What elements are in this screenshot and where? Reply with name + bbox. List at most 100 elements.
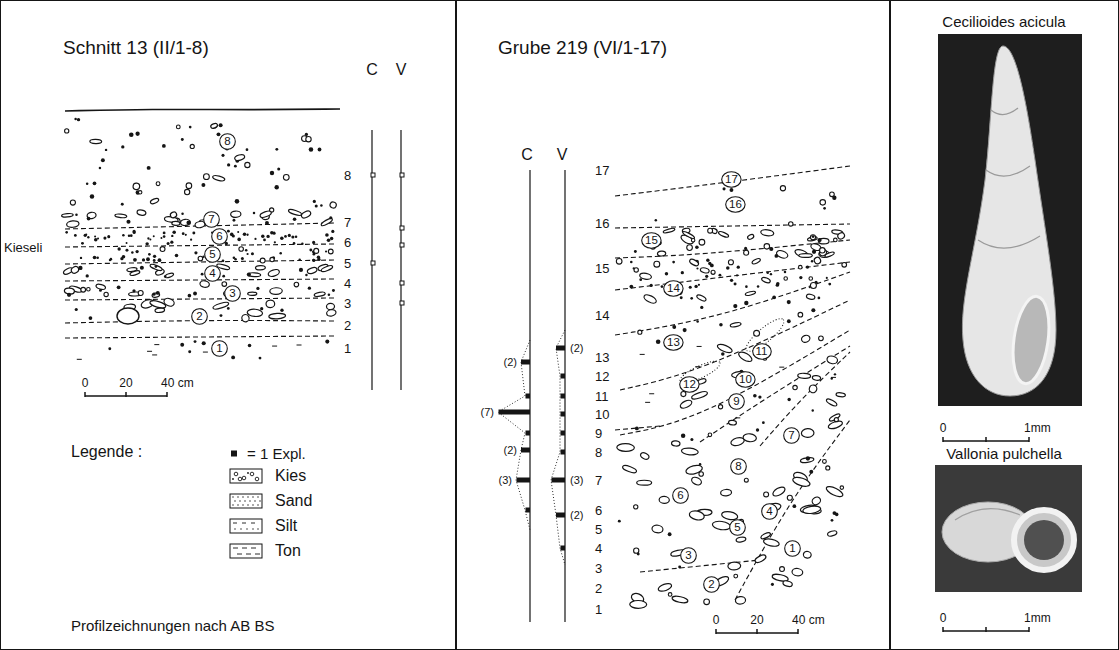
gravel-ring — [780, 567, 785, 572]
layer-number: 11 — [752, 343, 772, 360]
layer-number-text: 17 — [725, 174, 738, 186]
layer-circle-outline — [729, 394, 745, 410]
frequency-bar — [556, 513, 565, 518]
swatch-dot — [257, 496, 258, 497]
specimen-square — [231, 450, 237, 456]
silt-dash — [649, 393, 654, 394]
gravel-dot — [254, 238, 256, 240]
profile-label: 40 cm — [791, 614, 826, 626]
gravel-pebble — [696, 294, 707, 302]
figure-panel: Schnitt 13 (II/1-8)87654321 — [0, 0, 457, 650]
profile-label: 8 — [594, 446, 603, 459]
gravel-pebble — [269, 313, 286, 319]
profile-label: 3 — [594, 562, 603, 575]
swatch-dash — [233, 523, 237, 524]
swatch-dot — [239, 500, 240, 501]
gravel-pebble — [66, 220, 79, 227]
gravel-dot — [312, 259, 315, 262]
silt-dash — [152, 354, 157, 355]
swatch-gravel — [255, 477, 259, 481]
gravel-ring — [70, 200, 75, 205]
swatch-dash — [233, 548, 238, 549]
profile-label: 20 — [749, 614, 764, 626]
large-pebble — [117, 308, 139, 324]
layer-boundary — [65, 336, 335, 338]
layer-number: 1 — [784, 540, 801, 557]
gravel-dot — [126, 220, 130, 224]
gravel-dot — [202, 341, 206, 345]
frequency-bar — [556, 346, 565, 351]
gravel-ring — [668, 593, 672, 597]
gravel-dot — [723, 187, 726, 190]
shell-photos — [935, 34, 1082, 632]
swatch-dot — [252, 504, 253, 505]
gravel-dot — [241, 257, 244, 260]
gravel-pebble — [659, 496, 670, 503]
scale-tick — [1028, 437, 1030, 442]
gravel-dot — [93, 256, 97, 260]
gravel-dot — [811, 260, 813, 262]
gravel-pebble — [813, 256, 821, 265]
profile-label: V — [395, 62, 408, 78]
gravel-ring — [784, 277, 788, 281]
silt-dash — [297, 345, 302, 346]
silt-dash — [695, 366, 700, 367]
gravel-pebble — [700, 267, 710, 274]
gravel-ring — [820, 200, 826, 206]
gravel-dot — [222, 259, 225, 262]
gravel-dot — [298, 258, 300, 260]
layer-boundary — [615, 272, 850, 335]
gravel-dot — [681, 271, 684, 274]
profile-label: 7 — [594, 474, 603, 487]
gravel-ring — [138, 191, 141, 194]
gravel-dot — [162, 144, 166, 148]
gravel-dot — [273, 232, 276, 235]
gravel-pebble — [231, 211, 241, 218]
gravel-dot — [94, 238, 98, 242]
gravel-pebble — [745, 291, 756, 297]
gravel-ring — [708, 433, 712, 437]
gravel-dot — [309, 249, 312, 252]
silt-dash — [735, 417, 740, 418]
swatch-dash — [246, 554, 251, 555]
swatch-gravel — [234, 472, 238, 476]
gravel-dot — [784, 271, 787, 274]
frequency-bar — [561, 394, 566, 399]
gravel-pebble — [761, 276, 771, 283]
frequency-bar — [561, 412, 566, 417]
profile-label: (2) — [503, 445, 518, 456]
gravel-dot — [121, 203, 124, 206]
gravel-dot — [152, 293, 155, 296]
frequency-bar — [561, 431, 566, 436]
gravel-ring — [156, 182, 160, 186]
gravel-pebble — [799, 254, 813, 258]
gravel-dot — [132, 289, 135, 292]
gravel-dot — [246, 234, 248, 236]
gravel-pebble — [685, 464, 703, 476]
gravel-pebble — [743, 433, 757, 442]
gravel-dot — [305, 274, 308, 277]
gravel-pebble — [728, 562, 741, 570]
gravel-dot — [325, 340, 329, 344]
gravel-ring — [245, 162, 250, 167]
gravel-pebble — [657, 582, 672, 593]
profile-label: 16 — [594, 217, 610, 230]
swatch-frame — [230, 469, 262, 483]
gravel-pebble — [61, 213, 73, 217]
gravel-dot — [237, 238, 241, 242]
shell-cecilioides — [962, 46, 1056, 396]
layer-number: 5 — [729, 519, 746, 536]
gravel-ring — [185, 189, 190, 194]
legend-swatch — [229, 448, 239, 458]
swatch-dot — [247, 504, 248, 505]
profile-schnitt — [61, 109, 404, 397]
gravel-dot — [158, 258, 162, 262]
swatch-dot — [237, 496, 238, 497]
gravel-pebble — [760, 229, 774, 237]
profile-label: 5 — [594, 523, 603, 536]
profile-label: 13 — [594, 351, 610, 364]
gravel-dot — [705, 275, 708, 278]
gravel-dot — [94, 236, 96, 238]
gravel-ring — [840, 486, 843, 489]
gravel-pebble — [210, 123, 218, 129]
